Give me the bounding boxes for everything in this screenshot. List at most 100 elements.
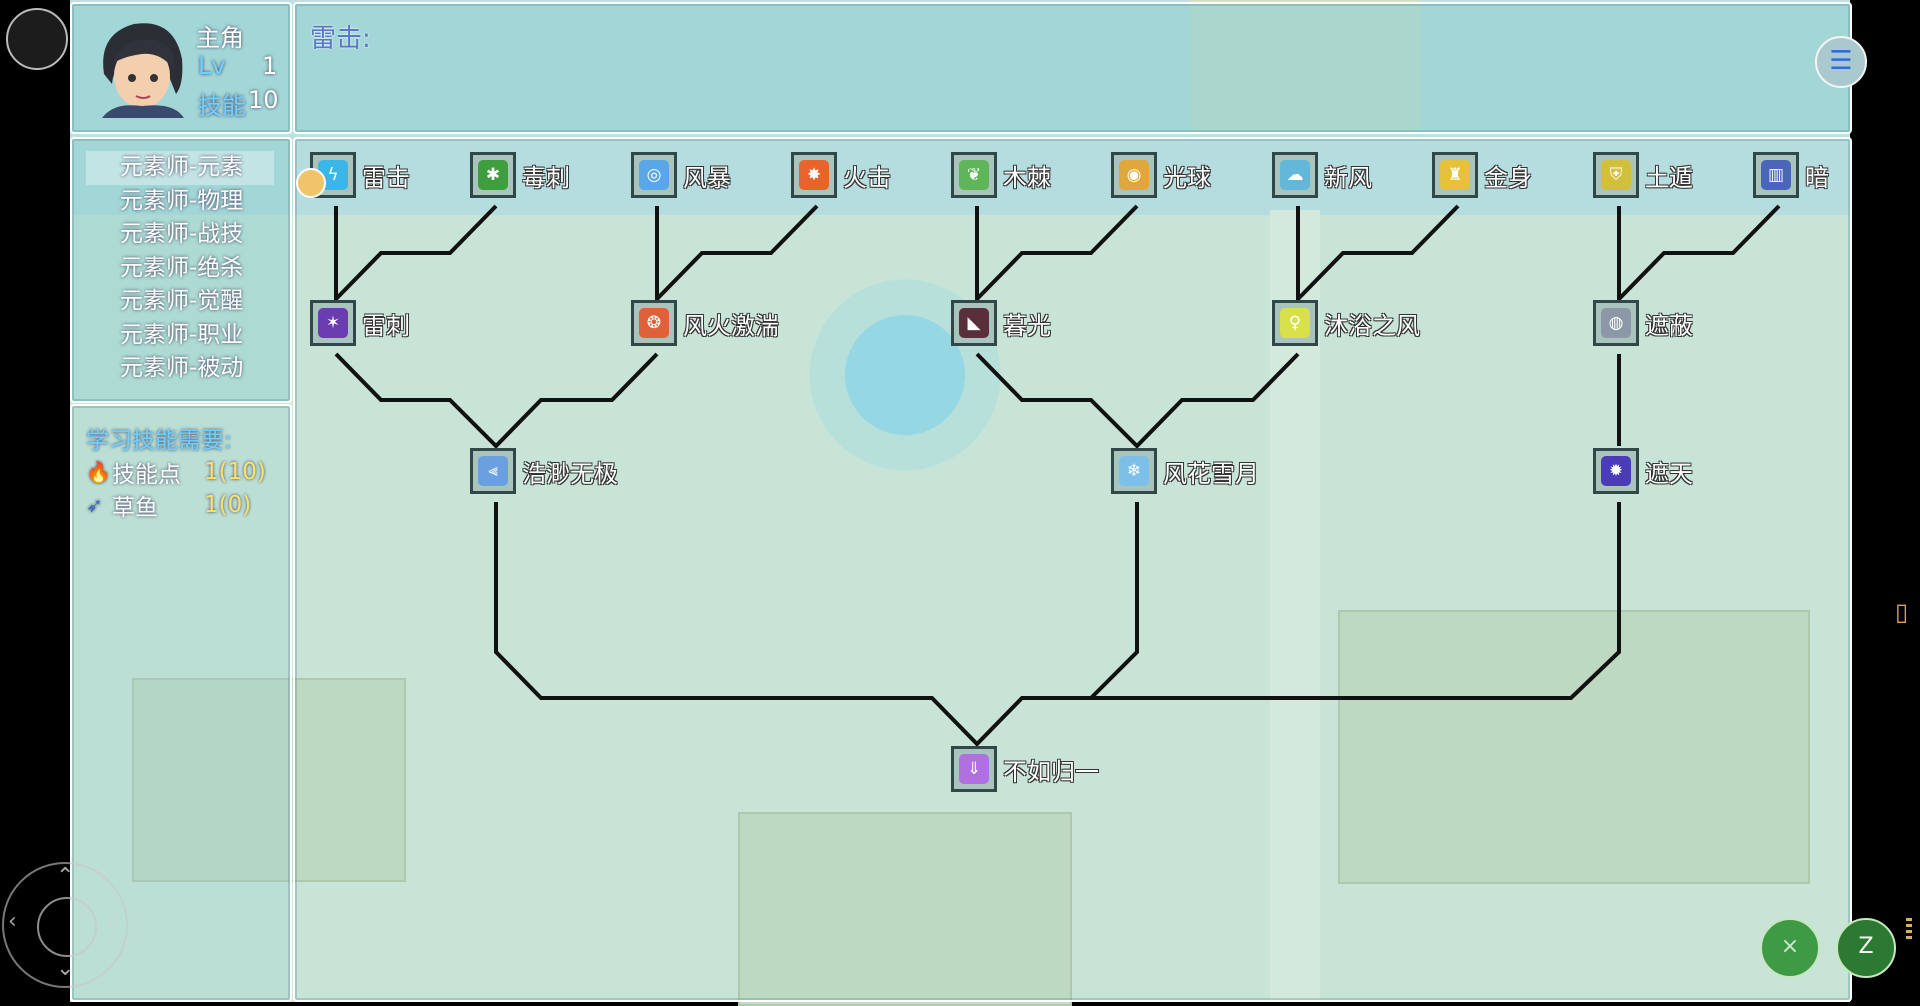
requirement-label: 技能点 bbox=[112, 462, 181, 488]
dark-icon: ▥ bbox=[1761, 160, 1791, 190]
selection-cursor-icon bbox=[296, 168, 326, 198]
level-value: 1 bbox=[262, 52, 278, 80]
flame-icon: 🔥 bbox=[86, 460, 111, 484]
skill-slot: ✹ bbox=[1593, 448, 1639, 494]
category-item[interactable]: 元素师-物理 bbox=[120, 187, 244, 214]
dpad-center[interactable] bbox=[37, 897, 97, 957]
skill-node-xinfeng[interactable]: ☁ 新风 bbox=[1272, 152, 1372, 198]
skill-points-value: 10 bbox=[248, 86, 279, 114]
skill-node-guangqiu[interactable]: ◉ 光球 bbox=[1111, 152, 1211, 198]
fish-icon: ➶ bbox=[86, 493, 103, 517]
skill-node-fengbao[interactable]: ◎ 风暴 bbox=[631, 152, 731, 198]
category-item[interactable]: 元素师-战技 bbox=[120, 221, 244, 247]
house-right bbox=[1338, 610, 1810, 884]
skill-tree-window bbox=[293, 137, 1852, 1002]
skill-slot: ✸ bbox=[791, 152, 837, 198]
skill-slot: ❄ bbox=[1111, 448, 1157, 494]
wind-icon: ☁ bbox=[1280, 160, 1310, 190]
skill-label: 遮天 bbox=[1645, 459, 1693, 488]
skill-slot: ❦ bbox=[951, 152, 997, 198]
skill-label: 沐浴之风 bbox=[1324, 311, 1420, 340]
skill-label: 暮光 bbox=[1003, 311, 1051, 340]
poison-icon: ✱ bbox=[478, 160, 508, 190]
thunder-spike-icon: ✶ bbox=[318, 308, 348, 338]
requirement-value: 1(10) bbox=[204, 459, 266, 485]
skill-node-jinshen[interactable]: ♜ 金身 bbox=[1432, 152, 1532, 198]
storm-icon: ◎ bbox=[639, 160, 669, 190]
skill-label: 火击 bbox=[843, 163, 891, 192]
skill-label: 风火激湍 bbox=[683, 311, 779, 340]
veil-icon: ◍ bbox=[1601, 308, 1631, 338]
skill-slot: ✶ bbox=[310, 300, 356, 346]
arrow-down-icon: ⌄ bbox=[56, 956, 75, 981]
skill-node-tudun[interactable]: ⛨ 土遁 bbox=[1593, 152, 1693, 198]
category-item[interactable]: 元素师-被动 bbox=[120, 355, 244, 381]
skill-slot: ♜ bbox=[1432, 152, 1478, 198]
skill-label: 遮蔽 bbox=[1645, 311, 1693, 340]
skill-node-muguang[interactable]: ◣ 暮光 bbox=[951, 300, 1051, 346]
skill-node-muji[interactable]: ❦ 木棘 bbox=[951, 152, 1051, 198]
skill-label: 光球 bbox=[1163, 163, 1211, 192]
skill-node-leiji[interactable]: ϟ 雷击 bbox=[310, 152, 410, 198]
skill-node-haomiao[interactable]: ⫷ 浩渺无极 bbox=[470, 448, 618, 494]
skill-node-buru[interactable]: ⇓ 不如归一 bbox=[951, 746, 1099, 792]
skill-node-zhebi[interactable]: ◍ 遮蔽 bbox=[1593, 300, 1693, 346]
skill-slot: ⇓ bbox=[951, 746, 997, 792]
sky-cover-icon: ✹ bbox=[1601, 456, 1631, 486]
skill-node-duci[interactable]: ✱ 毒刺 bbox=[470, 152, 570, 198]
unity-icon: ⇓ bbox=[959, 754, 989, 784]
skill-slot: ◣ bbox=[951, 300, 997, 346]
cancel-button[interactable]: × bbox=[1760, 918, 1820, 978]
bag-icon[interactable]: ▯ bbox=[1895, 598, 1909, 626]
skill-label: 暗 bbox=[1805, 163, 1829, 192]
skill-slot: ◎ bbox=[631, 152, 677, 198]
menu-icon[interactable]: ☰ bbox=[1815, 36, 1867, 88]
actor-portrait bbox=[102, 23, 184, 118]
skill-node-fenghua[interactable]: ❄ 风花雪月 bbox=[1111, 448, 1259, 494]
skill-slot: ♀ bbox=[1272, 300, 1318, 346]
skill-slot: ❂ bbox=[631, 300, 677, 346]
edge-indicator bbox=[1906, 918, 1912, 942]
skill-slot: ☁ bbox=[1272, 152, 1318, 198]
confirm-button[interactable]: Z bbox=[1836, 918, 1896, 978]
skill-node-muyu[interactable]: ♀ 沐浴之风 bbox=[1272, 300, 1420, 346]
category-item[interactable]: 元素师-职业 bbox=[120, 321, 244, 348]
requirement-value: 1(0) bbox=[204, 492, 252, 518]
skill-category-window bbox=[70, 137, 292, 403]
skill-label: 新风 bbox=[1324, 163, 1372, 192]
golden-body-icon: ♜ bbox=[1440, 160, 1470, 190]
virtual-dpad[interactable]: ⌃ ⌄ ‹ › bbox=[2, 862, 128, 988]
requirement-row: 🔥 技能点 1(10) bbox=[86, 455, 276, 489]
skill-label: 金身 bbox=[1484, 163, 1532, 192]
category-item[interactable]: 元素师-元素 bbox=[86, 151, 274, 185]
skill-node-zhetian[interactable]: ✹ 遮天 bbox=[1593, 448, 1693, 494]
category-item[interactable]: 元素师-觉醒 bbox=[120, 288, 244, 314]
skill-slot: ✱ bbox=[470, 152, 516, 198]
skill-label: 木棘 bbox=[1003, 163, 1051, 192]
skill-slot: ⛨ bbox=[1593, 152, 1639, 198]
skill-label: 风花雪月 bbox=[1163, 459, 1259, 488]
skill-node-leici[interactable]: ✶ 雷刺 bbox=[310, 300, 410, 346]
skill-label: 毒刺 bbox=[522, 163, 570, 192]
skill-node-an[interactable]: ▥ 暗 bbox=[1753, 152, 1829, 198]
skill-node-fenghuo[interactable]: ❂ 风火激湍 bbox=[631, 300, 779, 346]
touch-button-top-left[interactable] bbox=[6, 8, 68, 70]
shield-icon: ⛨ bbox=[1601, 160, 1631, 190]
skill-points-label: 技能 bbox=[198, 92, 246, 120]
house-left bbox=[132, 678, 406, 882]
arrow-left-icon: ‹ bbox=[8, 909, 17, 934]
skill-slot: ▥ bbox=[1753, 152, 1799, 198]
requirement-title: 学习技能需要: bbox=[86, 428, 232, 454]
skill-description: 雷击: bbox=[310, 24, 371, 54]
skill-label: 土遁 bbox=[1645, 163, 1693, 192]
skill-label: 雷刺 bbox=[362, 311, 410, 340]
skill-slot: ⫷ bbox=[470, 448, 516, 494]
arrow-up-icon: ⌃ bbox=[56, 864, 75, 889]
skill-slot: ◉ bbox=[1111, 152, 1157, 198]
category-item[interactable]: 元素师-绝杀 bbox=[120, 254, 244, 281]
requirement-row: ➶ 草鱼 1(0) bbox=[86, 488, 276, 522]
skill-category-list: 元素师-元素 元素师-物理 元素师-战技 元素师-绝杀 元素师-觉醒 元素师-职… bbox=[86, 151, 274, 386]
skill-node-huoji[interactable]: ✸ 火击 bbox=[791, 152, 891, 198]
